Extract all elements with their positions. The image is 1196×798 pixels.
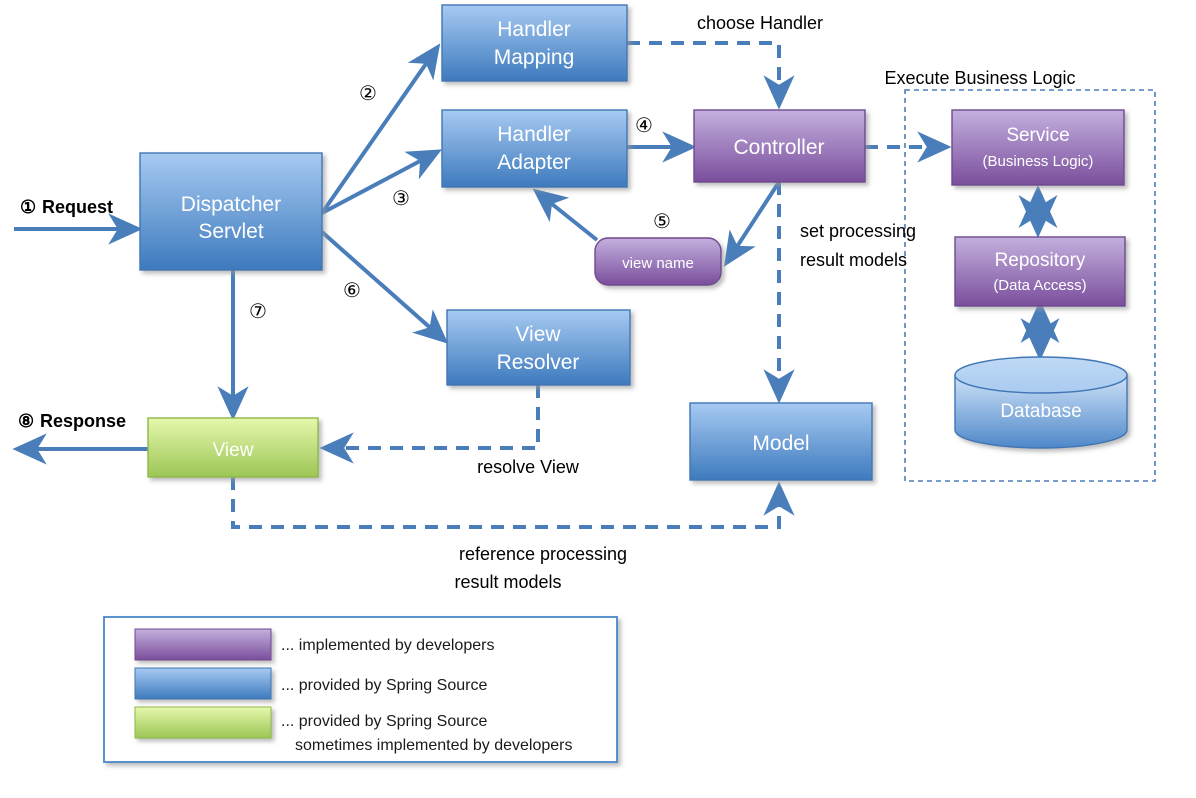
node-service-line1: Service [1006, 125, 1069, 146]
node-service-line2: (Business Logic) [983, 153, 1094, 170]
arrow-view-name-to-handler-adapter [532, 188, 599, 242]
node-view-name-label: view name [622, 255, 694, 272]
node-handler-mapping[interactable]: Handler Mapping [441, 4, 628, 82]
node-dispatcher-servlet-box [139, 152, 323, 271]
reference-processing-label-line2: result models [454, 572, 561, 592]
step-4-number: ④ [635, 115, 653, 137]
resolve-view-dashed-path [319, 385, 540, 464]
choose-handler-label: choose Handler [697, 13, 823, 33]
node-database-body [954, 374, 1128, 449]
business-logic-group-border [904, 89, 1156, 482]
node-dispatcher-servlet-line1: Dispatcher [181, 193, 281, 216]
node-view-label: View [213, 440, 254, 461]
step-7-number: ⑦ [249, 301, 267, 323]
node-repository-line2: (Data Access) [993, 277, 1086, 294]
arrow-controller-to-view-name [723, 180, 781, 267]
node-model-box [689, 402, 873, 481]
legend-label-blue: ... provided by Spring Source [281, 677, 487, 694]
arrow-dispatcher-to-handler-mapping [320, 43, 441, 215]
node-controller[interactable]: Controller [693, 109, 866, 183]
node-database[interactable]: Database [954, 356, 1128, 449]
choose-handler-dashed-path [627, 41, 795, 110]
step-8-number: ⑧ [18, 411, 34, 431]
step-6-number: ⑥ [343, 280, 361, 302]
legend: ... implemented by developers ... provid… [103, 616, 618, 763]
node-service[interactable]: Service (Business Logic) [951, 109, 1125, 186]
node-view-resolver-box [446, 309, 631, 386]
response-label: Response [40, 411, 126, 431]
node-handler-adapter-line1: Handler [497, 123, 571, 146]
node-view-resolver[interactable]: View Resolver [446, 309, 631, 386]
resolve-view-label: resolve View [477, 457, 580, 477]
legend-label-purple: ... implemented by developers [281, 637, 494, 654]
step-3-number: ③ [392, 188, 410, 210]
execute-business-logic-label: Execute Business Logic [884, 68, 1075, 88]
node-handler-adapter-box [441, 109, 628, 188]
node-controller-box [693, 109, 866, 183]
step-5-number: ⑤ [653, 211, 671, 233]
node-handler-mapping-box [441, 4, 628, 82]
step-1-number: ① [20, 197, 36, 217]
node-model-label: Model [752, 432, 809, 455]
node-dispatcher-servlet[interactable]: Dispatcher Servlet [139, 152, 323, 271]
node-service-box [951, 109, 1125, 186]
node-handler-adapter-line2: Adapter [497, 151, 571, 174]
node-repository[interactable]: Repository (Data Access) [954, 236, 1126, 307]
node-database-top [954, 356, 1128, 394]
node-view[interactable]: View [147, 417, 319, 478]
reference-processing-dashed-path [231, 477, 795, 529]
node-repository-box [954, 236, 1126, 307]
legend-swatch-blue [134, 667, 272, 700]
node-view-resolver-line1: View [515, 323, 561, 346]
legend-label-green-line1: ... provided by Spring Source [281, 713, 487, 730]
legend-swatch-purple [134, 628, 272, 661]
node-database-label: Database [1000, 401, 1081, 422]
legend-swatch-green [134, 706, 272, 739]
node-repository-line1: Repository [995, 250, 1086, 271]
node-handler-adapter[interactable]: Handler Adapter [441, 109, 628, 188]
set-processing-label-line1: set processing [800, 221, 916, 241]
node-controller-label: Controller [733, 136, 824, 159]
node-view-name-box [594, 237, 722, 286]
node-handler-mapping-line1: Handler [497, 18, 571, 41]
set-processing-label-line2: result models [800, 250, 907, 270]
node-view-resolver-line2: Resolver [497, 351, 580, 374]
arrow-dispatcher-to-handler-adapter [321, 149, 442, 215]
node-dispatcher-servlet-line2: Servlet [198, 220, 264, 243]
legend-label-green-line2: sometimes implemented by developers [295, 737, 572, 754]
arrow-dispatcher-to-view-resolver [320, 230, 449, 344]
node-handler-mapping-line2: Mapping [494, 46, 575, 69]
node-model[interactable]: Model [689, 402, 873, 481]
node-view-name[interactable]: view name [594, 237, 722, 286]
request-label: Request [42, 197, 113, 217]
node-view-box [147, 417, 319, 478]
reference-processing-label-line1: reference processing [459, 544, 627, 564]
step-2-number: ② [359, 83, 377, 105]
